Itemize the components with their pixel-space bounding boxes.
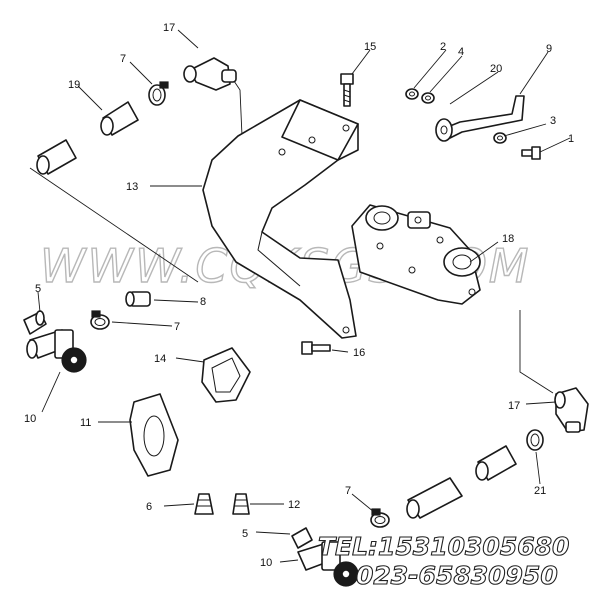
hose-lower xyxy=(406,445,517,519)
callout-10-lower: 10 xyxy=(260,557,272,569)
tee-valve-upper xyxy=(26,329,87,373)
mounting-bracket xyxy=(202,99,359,339)
drain-cock-lower xyxy=(291,527,313,549)
gasket-large xyxy=(129,393,179,477)
tee-valve-lower xyxy=(297,541,359,587)
callout-5-lower: 5 xyxy=(242,528,248,540)
callout-7-upper: 7 xyxy=(120,53,126,65)
callout-10-upper: 10 xyxy=(24,413,36,425)
callout-17-upper: 17 xyxy=(163,22,175,34)
callout-8: 8 xyxy=(200,296,206,308)
callout-3: 3 xyxy=(550,115,556,127)
callout-1: 1 xyxy=(568,133,574,145)
callout-18: 18 xyxy=(502,233,514,245)
callout-15: 15 xyxy=(364,41,376,53)
pipe-plugs xyxy=(194,493,250,515)
elbow-fitting-upper xyxy=(183,57,237,91)
callout-5-upper: 5 xyxy=(35,283,41,295)
elbow-fitting-lower xyxy=(554,387,589,433)
callout-11: 11 xyxy=(80,417,91,429)
capscrew-lower xyxy=(301,341,331,355)
callout-17-lower: 17 xyxy=(508,400,520,412)
contact-phone: 023-65830950 xyxy=(356,561,558,590)
callout-6: 6 xyxy=(146,501,152,513)
callout-12: 12 xyxy=(288,499,300,511)
hose-clamp-upper xyxy=(148,81,169,106)
drain-cock-upper xyxy=(23,310,47,335)
callout-9: 9 xyxy=(546,43,552,55)
nipple-fitting xyxy=(125,291,151,307)
callout-2: 2 xyxy=(440,41,446,53)
callout-16: 16 xyxy=(353,347,365,359)
callout-7-lower: 7 xyxy=(345,485,351,497)
washer-and-screw-right xyxy=(493,132,541,160)
callout-14: 14 xyxy=(154,353,166,365)
washer-set-top xyxy=(405,88,435,104)
callout-20: 20 xyxy=(490,63,502,75)
gasket-small xyxy=(201,347,251,403)
callout-21: 21 xyxy=(534,485,546,497)
callout-19: 19 xyxy=(68,79,80,91)
support-bracket xyxy=(435,95,525,142)
hose-clamp-lower-right xyxy=(526,429,544,451)
callout-labels: 17 7 19 15 2 4 9 20 3 1 13 18 5 8 7 16 1… xyxy=(24,22,574,569)
callout-7-middle: 7 xyxy=(174,321,180,333)
contact-tel: TEL:15310305680 xyxy=(318,532,569,561)
callout-13: 13 xyxy=(126,181,138,193)
capscrew-upper xyxy=(340,73,354,107)
hose-upper xyxy=(36,101,139,175)
hose-clamp-lower-left xyxy=(370,508,390,528)
hose-clamp-middle xyxy=(90,310,110,330)
leader-lines xyxy=(37,29,571,563)
thermostat-housing xyxy=(351,204,481,305)
callout-4: 4 xyxy=(458,46,464,58)
